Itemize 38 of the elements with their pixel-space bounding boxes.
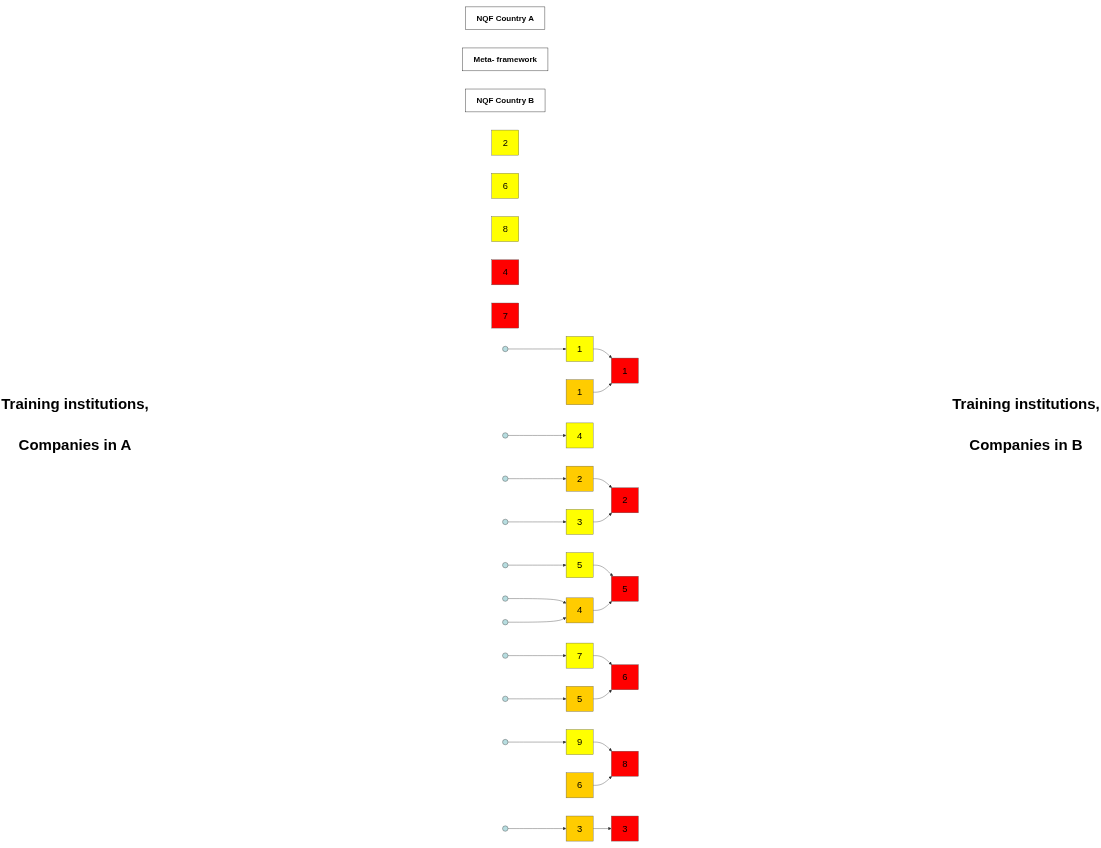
node-circle bbox=[502, 825, 509, 832]
node-box: 2 bbox=[491, 129, 519, 156]
side-note: Companies in A bbox=[18, 436, 132, 453]
node-box: 4 bbox=[565, 597, 594, 624]
node-box: 4 bbox=[491, 259, 519, 286]
node-box: 6 bbox=[565, 772, 594, 799]
side-note: Companies in B bbox=[969, 436, 1083, 453]
node-circle bbox=[502, 475, 509, 482]
node-circle bbox=[502, 652, 509, 659]
node-box: 2 bbox=[565, 465, 594, 492]
node-circle bbox=[502, 619, 509, 626]
node-box: 8 bbox=[491, 216, 519, 242]
node-circle bbox=[502, 695, 509, 702]
node-circle bbox=[502, 562, 509, 569]
node-circle bbox=[502, 595, 509, 602]
node-box: 3 bbox=[565, 509, 594, 535]
node-box: 3 bbox=[565, 815, 594, 842]
node-circle bbox=[502, 519, 509, 525]
node-box: 6 bbox=[491, 173, 519, 199]
node-circle bbox=[502, 432, 509, 439]
node-box: 5 bbox=[565, 552, 594, 578]
node-circle bbox=[502, 739, 509, 745]
node-box: 7 bbox=[491, 302, 519, 329]
node-box: 5 bbox=[565, 686, 594, 712]
side-note: Training institutions, bbox=[952, 395, 1100, 412]
node-box: 6 bbox=[611, 664, 639, 690]
side-note: Training institutions, bbox=[1, 395, 149, 412]
node-box: 2 bbox=[611, 487, 639, 513]
node-box: 7 bbox=[565, 642, 594, 669]
node-box: 8 bbox=[611, 751, 639, 777]
node-box: 1 bbox=[611, 357, 639, 384]
node-box: 9 bbox=[565, 729, 594, 755]
node-circle bbox=[502, 346, 509, 352]
node-box: 5 bbox=[611, 576, 639, 602]
node-box: 1 bbox=[565, 379, 594, 405]
node-box: 1 bbox=[565, 336, 594, 362]
node-box: 3 bbox=[611, 815, 639, 842]
node-box: 4 bbox=[565, 422, 594, 449]
